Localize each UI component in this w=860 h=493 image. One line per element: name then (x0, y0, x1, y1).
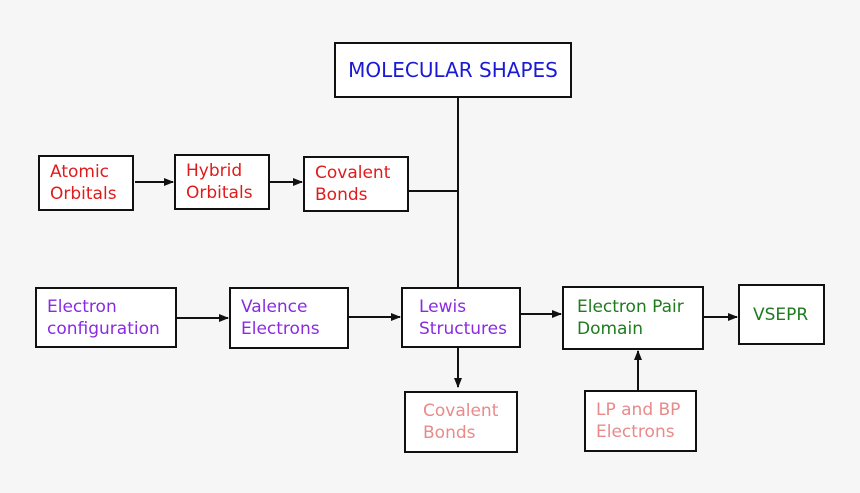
node-label: Bonds (315, 185, 368, 205)
node-label: configuration (47, 318, 160, 339)
node-label: Electron (47, 296, 117, 317)
node-label: Domain (577, 319, 643, 339)
node-label: Hybrid (186, 161, 243, 181)
node-label: Orbitals (186, 183, 253, 203)
node-label: Electrons (596, 422, 675, 442)
node-label: LP and BP (596, 400, 681, 420)
node-valence-electrons: Valence Electrons (229, 287, 349, 349)
node-label: Lewis (419, 296, 467, 317)
node-lewis-structures: Lewis Structures (401, 287, 521, 348)
node-label: Atomic (50, 162, 110, 182)
node-electron-configuration: Electron configuration (35, 287, 177, 348)
node-label: Bonds (423, 423, 476, 443)
node-label: MOLECULAR SHAPES (348, 58, 558, 82)
node-covalent-bonds-bottom: Covalent Bonds (404, 391, 518, 453)
node-covalent-bonds-top: Covalent Bonds (303, 156, 409, 212)
node-label: Valence (241, 297, 308, 317)
node-label: Orbitals (50, 184, 117, 204)
node-label: Electron Pair (577, 297, 684, 317)
node-atomic-orbitals: Atomic Orbitals (38, 155, 134, 211)
node-label: Covalent (315, 163, 391, 183)
node-vsepr: VSEPR (738, 284, 825, 345)
node-label: Electrons (241, 319, 320, 339)
node-label: Covalent (423, 401, 499, 421)
node-molecular-shapes: MOLECULAR SHAPES (334, 42, 572, 98)
node-lp-bp-electrons: LP and BP Electrons (584, 390, 697, 452)
node-electron-pair-domain: Electron Pair Domain (562, 286, 704, 350)
node-label: VSEPR (753, 304, 809, 325)
node-hybrid-orbitals: Hybrid Orbitals (174, 154, 270, 210)
node-label: Structures (419, 318, 507, 339)
